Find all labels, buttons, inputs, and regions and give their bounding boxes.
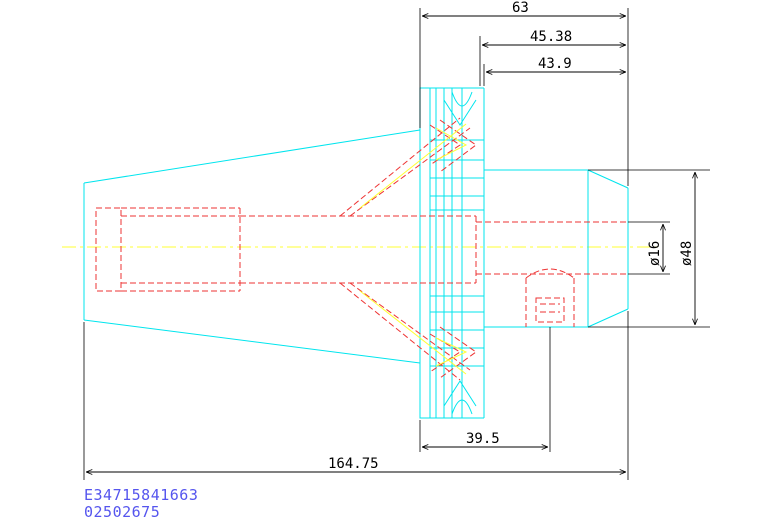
dimension-lines [86, 16, 695, 472]
dim-bore-diameter: ø16 [647, 241, 663, 266]
dim-overall-length: 164.75 [328, 456, 379, 472]
part-code-1: E34715841663 [84, 486, 199, 504]
holder-outline [83, 87, 629, 419]
hidden-features [95, 117, 628, 381]
dim-gauge-offset: 39.5 [466, 431, 500, 447]
extension-lines [83, 8, 710, 480]
dim-top-overall: 63 [512, 0, 529, 16]
dim-top-mid: 45.38 [530, 29, 572, 45]
dim-shank-diameter: ø48 [679, 241, 695, 266]
dim-top-inner: 43.9 [538, 56, 572, 72]
inner-trace [359, 123, 468, 375]
part-code-2: 02502675 [84, 503, 161, 521]
